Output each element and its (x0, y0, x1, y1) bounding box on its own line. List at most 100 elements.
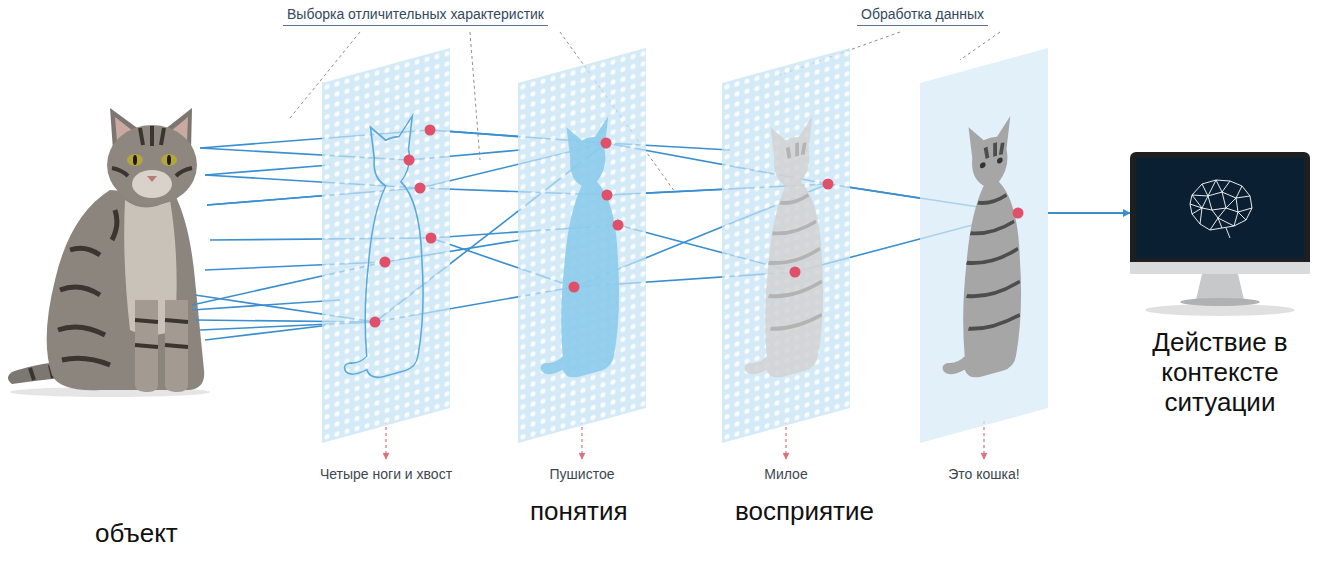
monitor-stand (1196, 274, 1244, 300)
layer-caption: Пушистое (507, 465, 657, 483)
panel-face (920, 48, 1048, 443)
brain-wire (1212, 210, 1218, 218)
brain-wire (1212, 208, 1226, 210)
panel-holes (722, 48, 850, 443)
panel-face (322, 48, 450, 443)
cat-nose (147, 176, 157, 182)
cat-eye (127, 154, 143, 166)
feature-point (370, 317, 381, 328)
section-heading: Выборка отличительных характеристик (283, 6, 548, 26)
brain-wire (1216, 180, 1230, 181)
feature-point (569, 282, 580, 293)
brain-wire (1192, 214, 1200, 224)
layer-caption: Милое (711, 465, 861, 483)
cat-leg (135, 300, 188, 392)
cat-figure (745, 113, 824, 387)
panel-sheet (722, 48, 850, 443)
monitor-bezel (1130, 152, 1310, 270)
brain-wire (1226, 208, 1238, 212)
monitor-screen (1136, 158, 1304, 258)
cat-outline (345, 113, 424, 387)
stage-label: объект (95, 518, 178, 549)
monitor-base (1180, 298, 1260, 306)
neural-connection (450, 131, 518, 136)
neuron-link (207, 195, 330, 205)
cat-photo (8, 108, 210, 397)
section-heading: Обработка данных (857, 6, 988, 26)
cat-silhouette (541, 113, 620, 387)
brain-wire (1234, 212, 1238, 226)
leader-line (470, 32, 480, 160)
neuron-link (205, 165, 330, 175)
panel-sheet (920, 48, 1048, 443)
feature-point (426, 233, 437, 244)
cat-figure (345, 113, 424, 387)
brain-wire (1236, 196, 1250, 198)
panel-holes (518, 48, 646, 443)
feature-point (415, 183, 426, 194)
brain-wire (1208, 196, 1212, 210)
brain-wire (1202, 208, 1212, 210)
cat-stripe (30, 365, 53, 380)
pointer-arrow (385, 421, 386, 459)
brain-wire (1250, 196, 1252, 208)
pointer-arrow (983, 421, 984, 459)
brain-wire (1210, 228, 1222, 230)
neuron-link (205, 325, 330, 340)
brain-wire (1190, 195, 1192, 204)
brain-wire (1216, 180, 1222, 192)
feature-point (790, 267, 801, 278)
layer-panel: Четыре ноги и хвост (322, 48, 450, 483)
cat-figure (541, 113, 620, 387)
brain-wire (1218, 208, 1226, 218)
brain-wire (1202, 196, 1208, 208)
brain-wire (1238, 208, 1252, 212)
feature-point (601, 138, 612, 149)
feature-point (425, 125, 436, 136)
panel-face (722, 48, 850, 443)
neural-connection (646, 189, 722, 193)
brain-wire (1190, 204, 1202, 208)
cat-stripe (58, 210, 117, 365)
leader-lines (290, 32, 1000, 459)
brain-wire (1218, 218, 1222, 228)
feature-point (1013, 208, 1024, 219)
feature-point (404, 155, 415, 166)
cat-eye (997, 157, 1003, 164)
panel-drawing (722, 48, 850, 443)
feature-point (380, 257, 391, 268)
cat-pupil (133, 155, 137, 165)
cat-silhouette (943, 113, 1022, 387)
brain-wire (1226, 198, 1236, 208)
output-caption: Действие в контексте ситуации (1130, 328, 1310, 418)
brain-wire (1226, 228, 1230, 238)
brain-wire (1192, 195, 1208, 196)
brain-wire (1222, 192, 1226, 208)
brain-wire (1192, 208, 1202, 214)
brain-wire (1242, 186, 1250, 196)
stage-label: восприятие (735, 496, 874, 527)
panel-face (518, 48, 646, 443)
stage-label: понятия (530, 496, 628, 527)
panel-drawing (322, 48, 450, 443)
neural-connection (850, 187, 920, 198)
monitor-chin (1130, 262, 1310, 274)
cat-stripe (135, 320, 188, 347)
monitor-drawing (1130, 150, 1310, 320)
brain-wire (1222, 192, 1236, 198)
brain-wire (1200, 208, 1202, 224)
layer-caption: Четыре ноги и хвост (311, 465, 461, 483)
panel-sheet (518, 48, 646, 443)
feature-point (823, 179, 834, 190)
panel-sheet (322, 48, 450, 443)
brain-wire (1202, 184, 1208, 196)
cat-head (107, 125, 197, 205)
brain-wire (1190, 204, 1192, 214)
panel-holes (322, 48, 450, 443)
cat-eye (980, 162, 986, 169)
leader-line (960, 32, 1000, 60)
layer-panel: Милое (722, 48, 850, 483)
feature-point (613, 220, 624, 231)
